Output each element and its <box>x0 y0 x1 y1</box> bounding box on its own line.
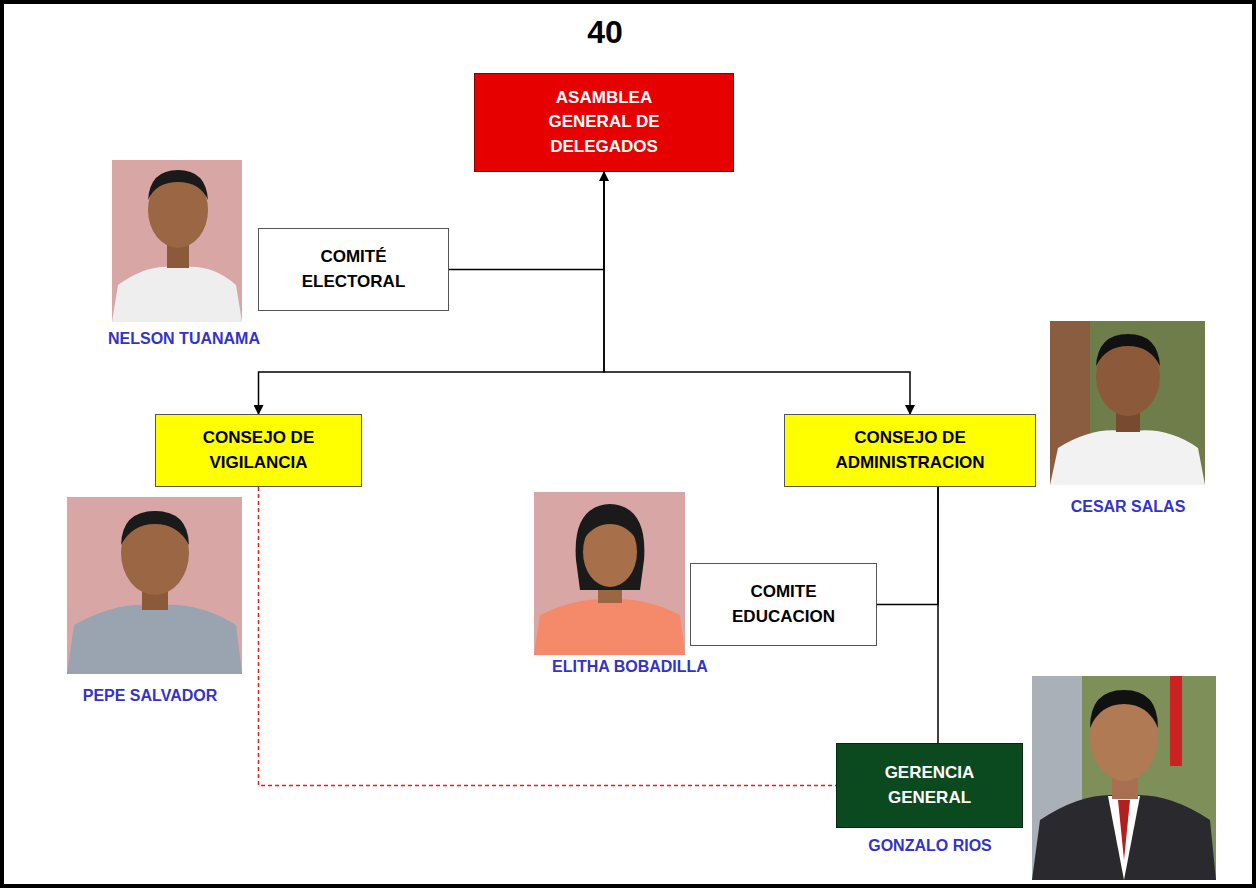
council-box: CONSEJO DE ADMINISTRACION <box>784 414 1036 487</box>
committee-box: COMITE EDUCACION <box>690 563 877 646</box>
box-label: COMITE EDUCACION <box>724 580 844 629</box>
box-label: CONSEJO DE VIGILANCIA <box>184 426 334 475</box>
box-label: ASAMBLEA GENERAL DE DELEGADOS <box>534 86 674 160</box>
person-name: GONZALO RIOS <box>868 837 992 855</box>
box-label: CONSEJO DE ADMINISTRACION <box>815 426 1005 475</box>
portrait-photo <box>1050 321 1205 485</box>
committee-box: COMITÉ ELECTORAL <box>258 228 449 311</box>
assembly-box: ASAMBLEA GENERAL DE DELEGADOS <box>474 73 734 172</box>
connector <box>604 172 910 414</box>
box-label: COMITÉ ELECTORAL <box>294 245 414 294</box>
council-box: CONSEJO DE VIGILANCIA <box>155 414 362 487</box>
person-name: ELITHA BOBADILLA <box>552 658 708 676</box>
connector <box>259 172 605 414</box>
portrait-photo <box>67 497 242 674</box>
connector <box>937 487 939 743</box>
portrait-photo <box>534 492 685 655</box>
portrait-photo <box>112 160 242 322</box>
connector <box>877 487 938 605</box>
page-number: 40 <box>587 14 623 51</box>
portrait-photo <box>1032 676 1216 880</box>
management-box: GERENCIA GENERAL <box>836 743 1023 828</box>
person-name: NELSON TUANAMA <box>108 330 260 348</box>
person-name: PEPE SALVADOR <box>83 687 218 705</box>
person-name: CESAR SALAS <box>1071 498 1186 516</box>
connector <box>449 172 604 270</box>
box-label: GERENCIA GENERAL <box>875 761 985 810</box>
